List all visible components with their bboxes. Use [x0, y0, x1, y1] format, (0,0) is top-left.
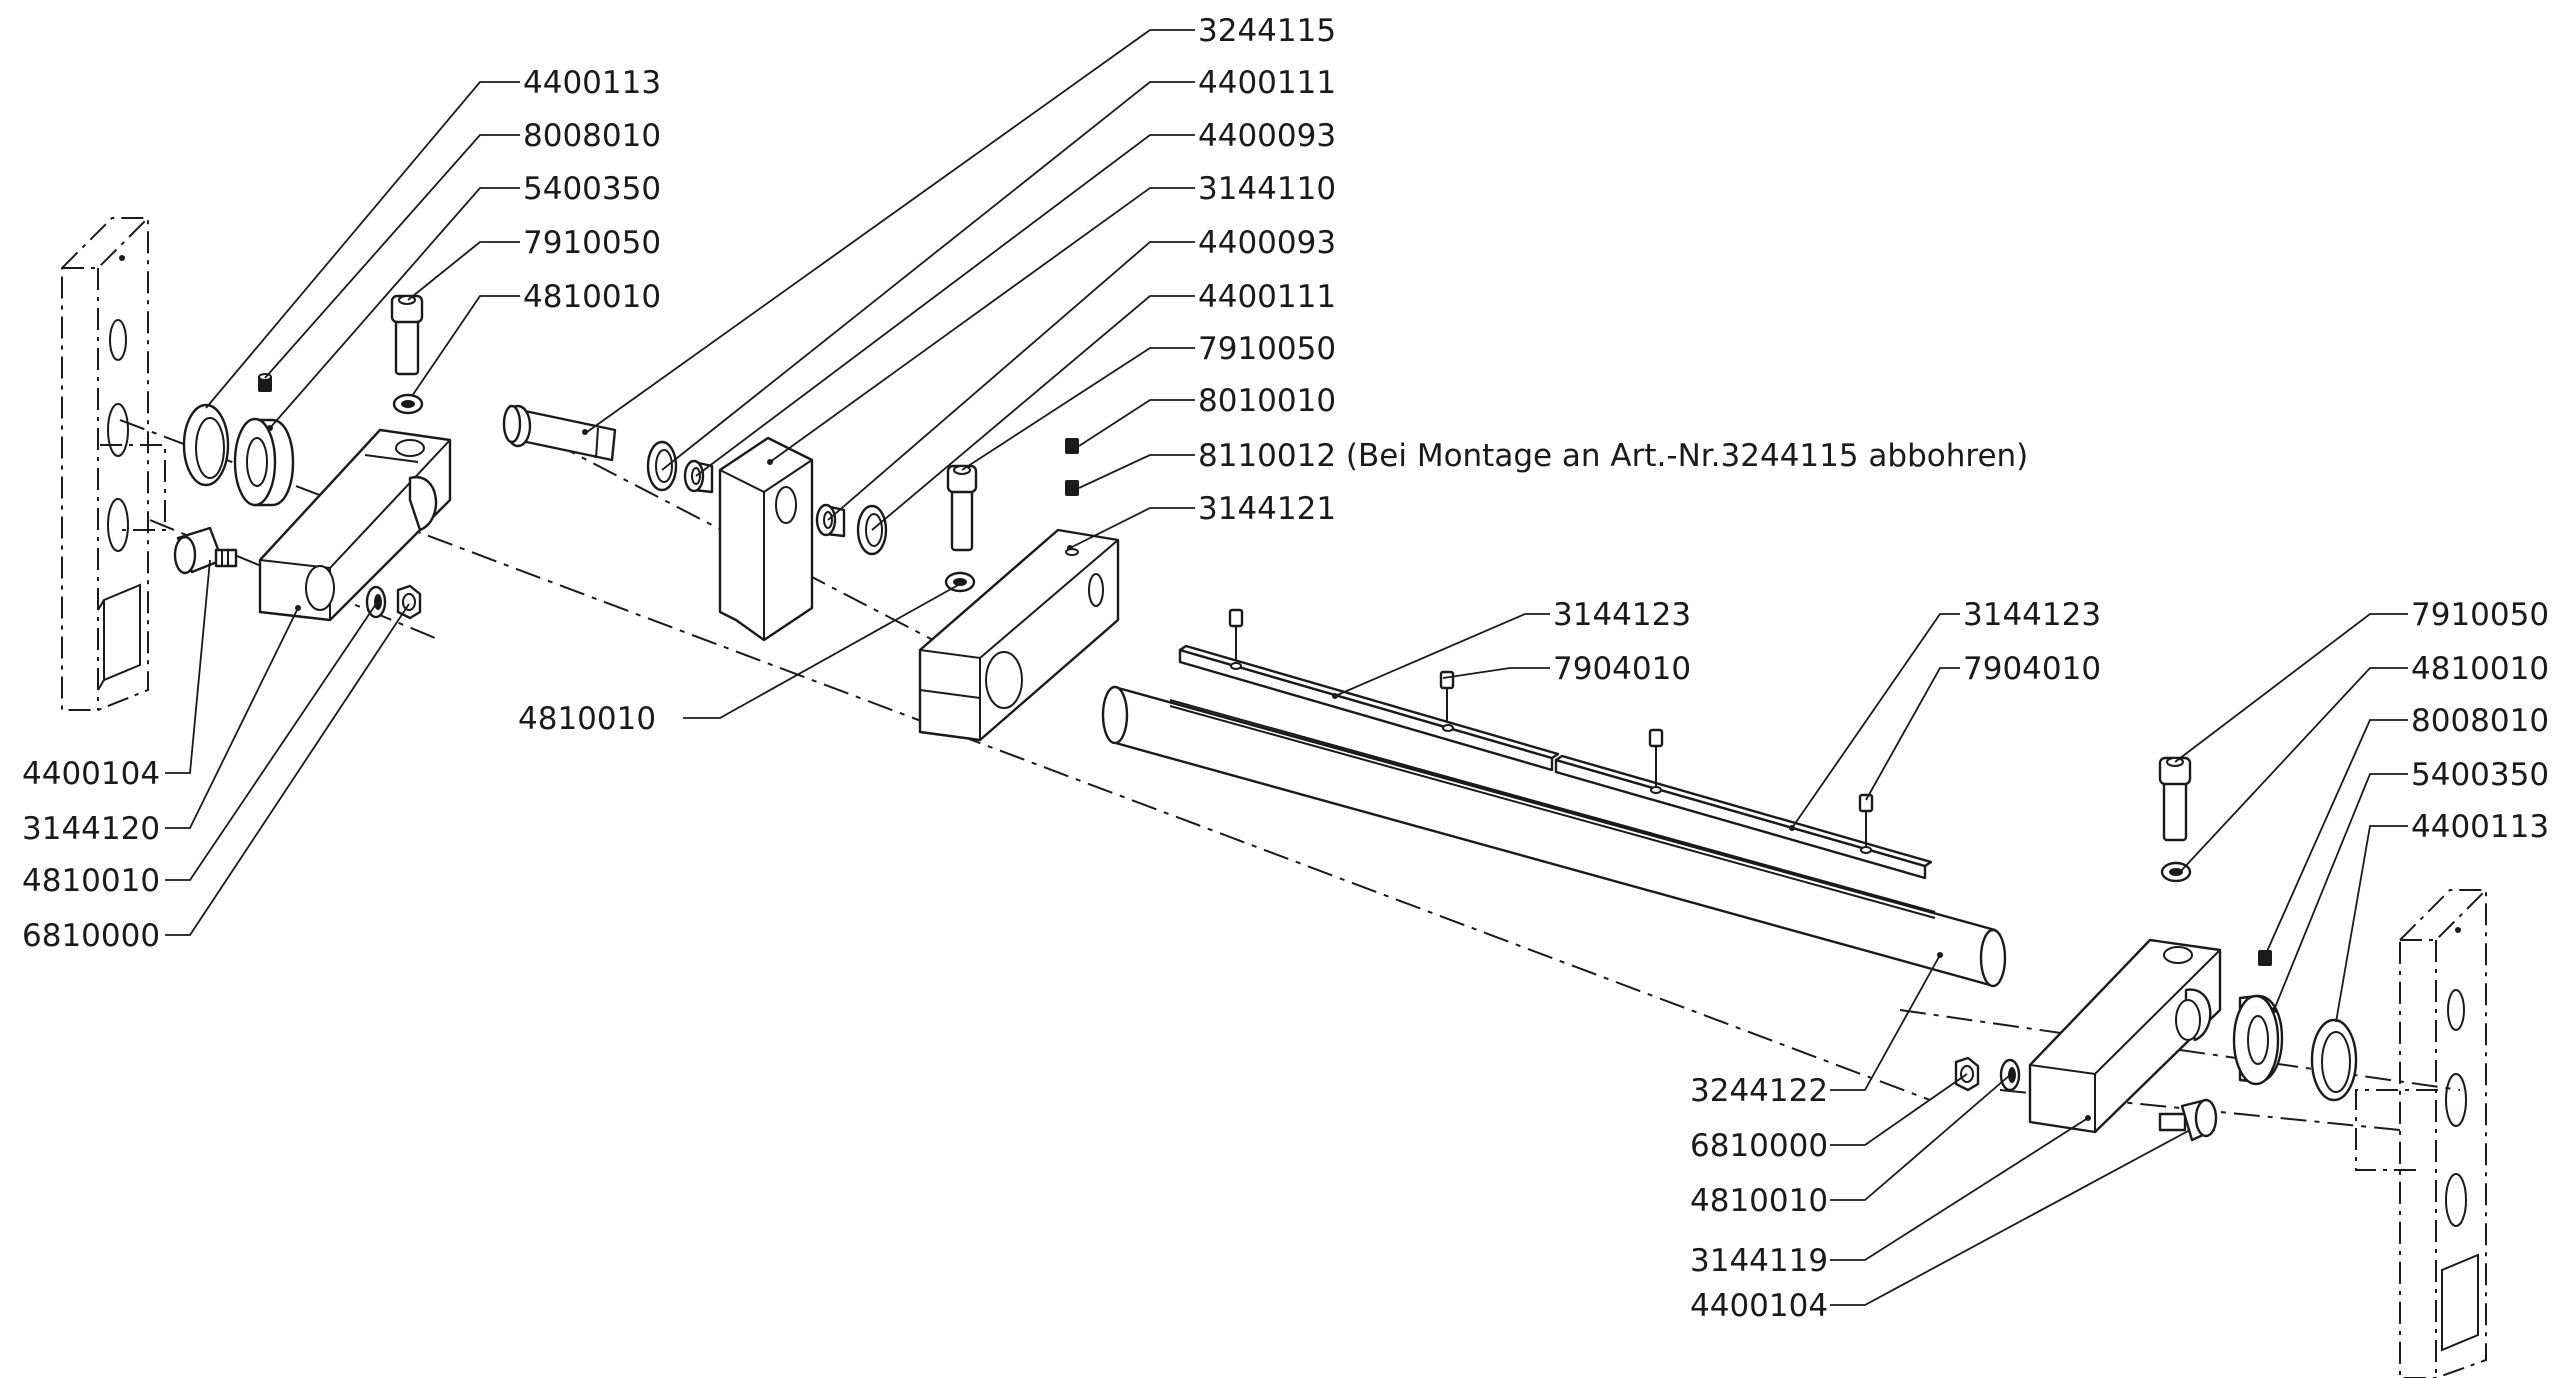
- label-8008010-right: 8008010: [2411, 703, 2549, 739]
- label-4400111-b: 4400111: [1198, 279, 1336, 315]
- label-3144123-a: 3144123: [1553, 597, 1691, 633]
- middle-cap-screw: [946, 464, 978, 552]
- right-clamp-bracket: [2028, 938, 2222, 1134]
- leader-lines: [165, 29, 2408, 1306]
- label-3144110: 3144110: [1198, 171, 1336, 207]
- label-4810010-left: 4810010: [523, 279, 661, 315]
- label-8110012: 8110012 (Bei Montage an Art.-Nr.3244115 …: [1198, 438, 2028, 474]
- label-7910050-left: 7910050: [523, 225, 661, 261]
- left-clamp-bracket: [258, 428, 452, 622]
- label-4400111-a: 4400111: [1198, 65, 1336, 101]
- label-3144123-b: 3144123: [1963, 597, 2101, 633]
- grub-screw-8110012: [1065, 480, 1079, 496]
- label-4810010-right-bottom: 4810010: [1690, 1183, 1828, 1219]
- label-3144120: 3144120: [22, 811, 160, 847]
- label-3144121: 3144121: [1198, 491, 1336, 527]
- right-cap-screw: [2158, 756, 2192, 842]
- right-set-collar: [2232, 994, 2284, 1086]
- middle-washer: [944, 571, 976, 593]
- label-4400113-left: 4400113: [523, 65, 661, 101]
- key-strip-right: [1554, 754, 1933, 880]
- label-7910050-middle: 7910050: [1198, 331, 1336, 367]
- pin-bush-right: [815, 503, 846, 538]
- key-screws: [1228, 608, 1874, 848]
- label-4810010-bottom: 4810010: [22, 863, 160, 899]
- label-4400093-b: 4400093: [1198, 225, 1336, 261]
- middle-clamp-bracket: [918, 528, 1120, 742]
- left-hex-nut: [396, 584, 422, 620]
- pin-ring-left: [646, 440, 678, 492]
- label-5400350-right: 5400350: [2411, 757, 2549, 793]
- label-3244115: 3244115: [1198, 13, 1336, 49]
- label-6810000-left: 6810000: [22, 918, 160, 954]
- pin-bush-left: [683, 459, 714, 494]
- right-grub-screw: [2258, 950, 2272, 966]
- long-tube: [1101, 685, 2007, 988]
- label-4400113-right: 4400113: [2411, 809, 2549, 845]
- left-cap-screw: [390, 294, 424, 376]
- label-4400104-left: 4400104: [22, 756, 160, 792]
- grub-screw-8010010: [1065, 438, 1079, 454]
- label-7910050-right: 7910050: [2411, 597, 2549, 633]
- label-7904010-b: 7904010: [1963, 651, 2101, 687]
- right-ring-washer: [2310, 1018, 2358, 1102]
- right-shoulder-screw: [2158, 1098, 2218, 1142]
- label-4810010-right: 4810010: [2411, 651, 2549, 687]
- label-3144119: 3144119: [1690, 1243, 1828, 1279]
- left-mounting-plate-phantom: [61, 217, 166, 711]
- part-labels: 3244115 4400111 4400093 3144110 4400093 …: [22, 13, 2549, 1324]
- label-3244122: 3244122: [1690, 1073, 1828, 1109]
- label-4400093-a: 4400093: [1198, 118, 1336, 154]
- left-shoulder-screw: [173, 526, 238, 575]
- label-7904010-a: 7904010: [1553, 651, 1691, 687]
- lever-block: [718, 436, 814, 642]
- label-4810010-middle: 4810010: [518, 701, 656, 737]
- label-8008010-left: 8008010: [523, 118, 661, 154]
- key-strip-left: [1178, 644, 1560, 772]
- left-top-washer: [392, 393, 424, 415]
- label-8010010: 8010010: [1198, 383, 1336, 419]
- label-5400350-left: 5400350: [523, 171, 661, 207]
- label-6810000-right: 6810000: [1690, 1128, 1828, 1164]
- pivot-pin: [502, 404, 617, 462]
- left-ring-washer: [182, 403, 230, 487]
- right-mounting-plate-phantom: [2355, 889, 2487, 1378]
- left-set-collar: [233, 417, 295, 507]
- label-4400104-right: 4400104: [1690, 1288, 1828, 1324]
